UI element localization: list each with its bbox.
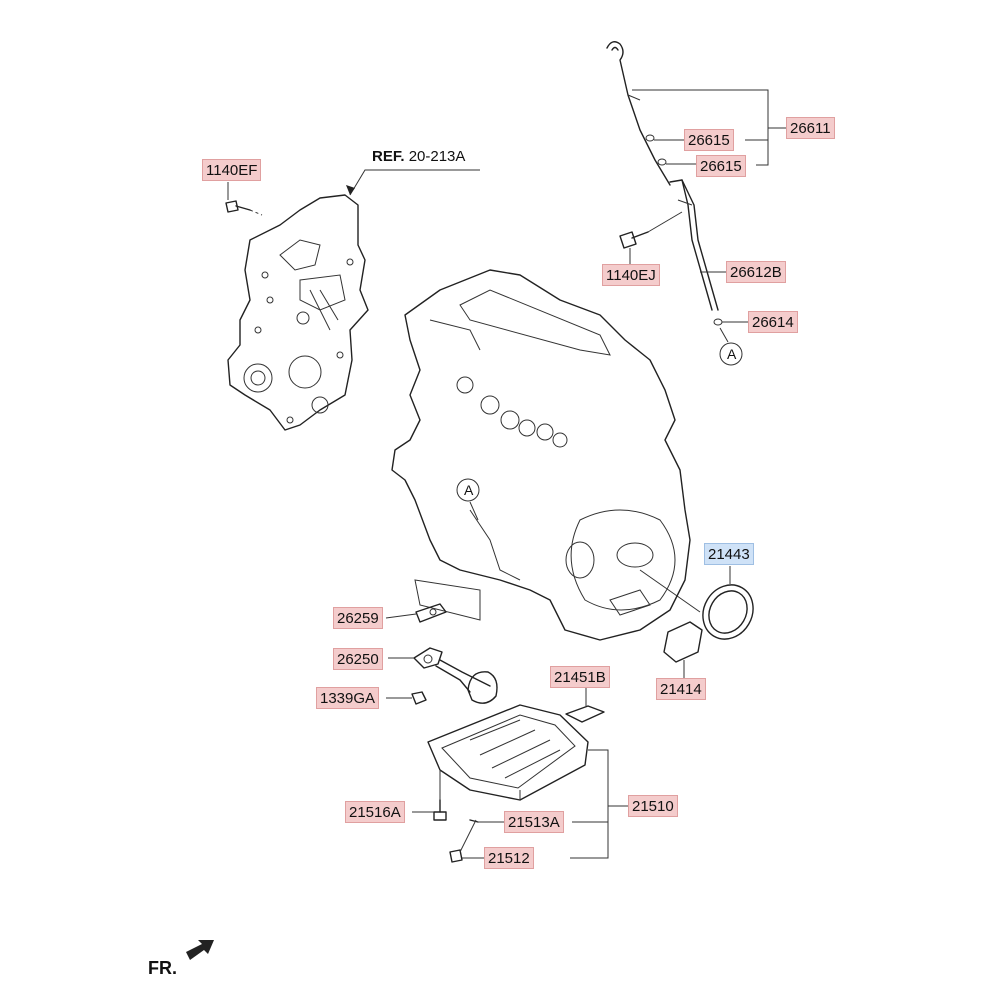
leader-26611-bracket: [632, 89, 790, 166]
oil-strainer-drawing: [413, 647, 498, 704]
part-label-26250[interactable]: 26250: [333, 648, 383, 670]
part-label-21513a[interactable]: 21513A: [504, 811, 564, 833]
marker-a-lower-circle: [456, 478, 480, 502]
front-direction-label: FR.: [148, 958, 177, 978]
part-label-1140ej[interactable]: 1140EJ: [602, 264, 660, 286]
leader-21510-bracket: [570, 749, 628, 859]
part-label-21510[interactable]: 21510: [628, 795, 678, 817]
bolt-1140ej-drawing: [619, 211, 683, 249]
plug-21513a-drawing: [469, 819, 479, 823]
reference-label[interactable]: REF. 20-213A: [372, 148, 465, 165]
dipstick-drawing: [606, 41, 671, 186]
bolt-1140ef-drawing: [225, 200, 263, 216]
oil-seal-ring-drawing: [702, 584, 754, 640]
part-label-21516a[interactable]: 21516A: [345, 801, 405, 823]
part-label-26259[interactable]: 26259: [333, 607, 383, 629]
part-label-21414[interactable]: 21414: [656, 678, 706, 700]
guide-tube-drawing: [669, 179, 723, 326]
marker-a-upper-circle: [719, 342, 743, 366]
ref-leader-line: [349, 169, 480, 196]
timing-cover-drawing: [227, 194, 369, 431]
marker-a-lower-text: A: [464, 482, 474, 498]
seal-retainer-drawing: [663, 621, 703, 663]
drain-plug-21512-drawing: [449, 819, 477, 863]
part-label-1339ga[interactable]: 1339GA: [316, 687, 380, 709]
leader-21443-engine: [639, 569, 701, 613]
part-label-21443[interactable]: 21443: [704, 543, 754, 565]
nut-1339ga-drawing: [411, 691, 427, 705]
part-label-1140ef[interactable]: 1140EF: [202, 159, 262, 181]
part-label-26615-upper[interactable]: 26615: [684, 129, 734, 151]
oil-pan-drawing: [427, 704, 589, 801]
part-label-26615-lower[interactable]: 26615: [696, 155, 746, 177]
part-label-26614[interactable]: 26614: [748, 311, 798, 333]
gasket-26259-drawing: [415, 603, 447, 623]
part-label-26611[interactable]: 26611: [786, 117, 835, 139]
gasket-21451b-drawing: [565, 705, 605, 723]
part-label-21451b[interactable]: 21451B: [550, 666, 610, 688]
reference-code: 20-213A: [408, 148, 466, 165]
bolt-21516a-drawing: [433, 799, 447, 821]
leader-a-upper: [719, 327, 729, 343]
part-label-26612b[interactable]: 26612B: [726, 261, 786, 283]
reference-prefix: REF.: [372, 148, 405, 165]
front-arrow-icon: [186, 940, 214, 960]
marker-a-upper-text: A: [727, 346, 737, 362]
engine-block-drawing: [391, 269, 691, 641]
leader-a-lower: [469, 501, 479, 521]
leader-26259: [385, 613, 417, 619]
part-label-21512[interactable]: 21512: [484, 847, 534, 869]
